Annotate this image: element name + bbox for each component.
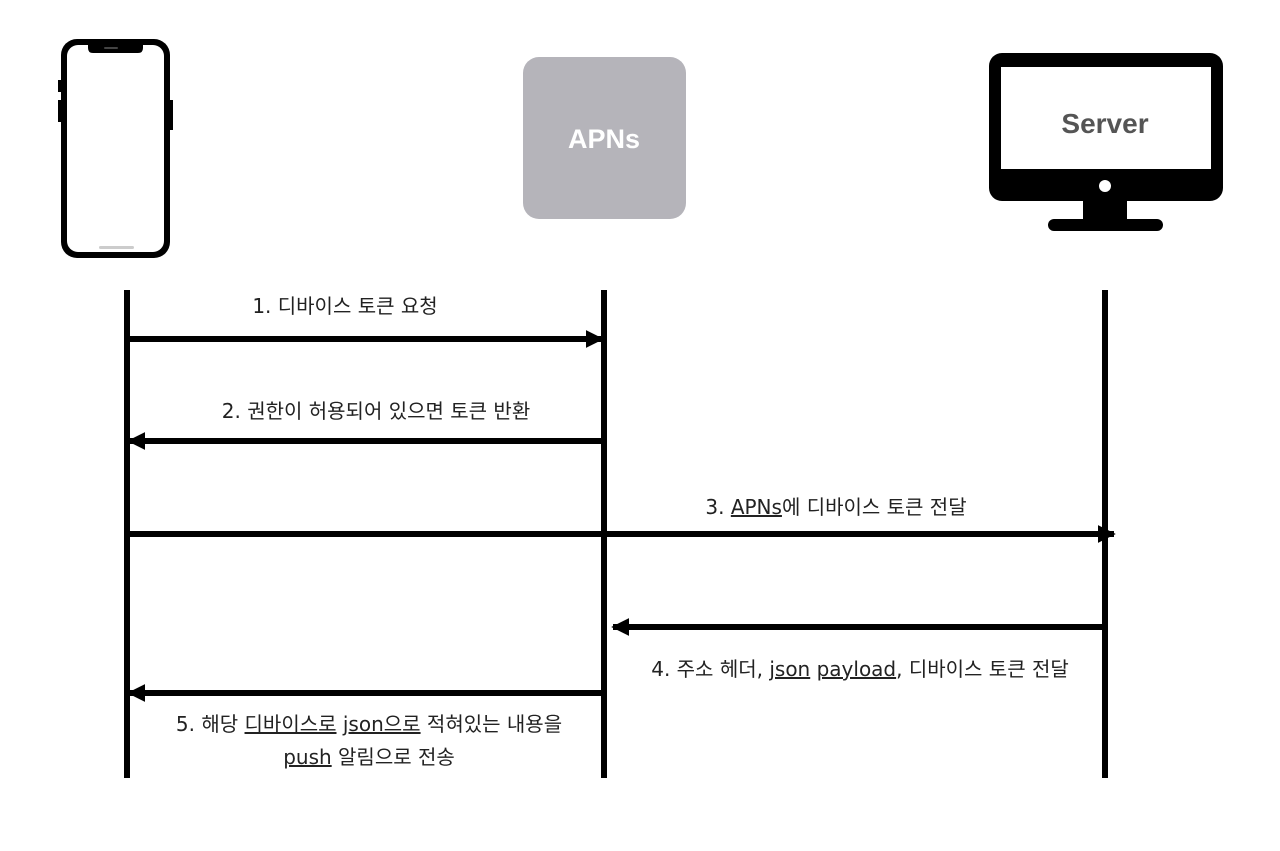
server-label: Server bbox=[1061, 108, 1148, 139]
message-5-line1: 5. 해당 디바이스로 json으로 적혀있는 내용을 bbox=[176, 712, 562, 736]
message-1-label: 1. 디바이스 토큰 요청 bbox=[252, 294, 437, 318]
message-4-label: 4. 주소 헤더, json payload, 디바이스 토큰 전달 bbox=[651, 657, 1069, 681]
apns-box: APNs bbox=[523, 57, 686, 219]
phone-icon bbox=[58, 39, 173, 258]
message-3-label: 3. APNs에 디바이스 토큰 전달 bbox=[705, 495, 966, 519]
message-5-line2: push 알림으로 전송 bbox=[283, 745, 455, 769]
message-2-label: 2. 권한이 허용되어 있으면 토큰 반환 bbox=[222, 399, 530, 423]
apns-label: APNs bbox=[568, 124, 640, 154]
monitor-icon: Server bbox=[989, 53, 1223, 231]
